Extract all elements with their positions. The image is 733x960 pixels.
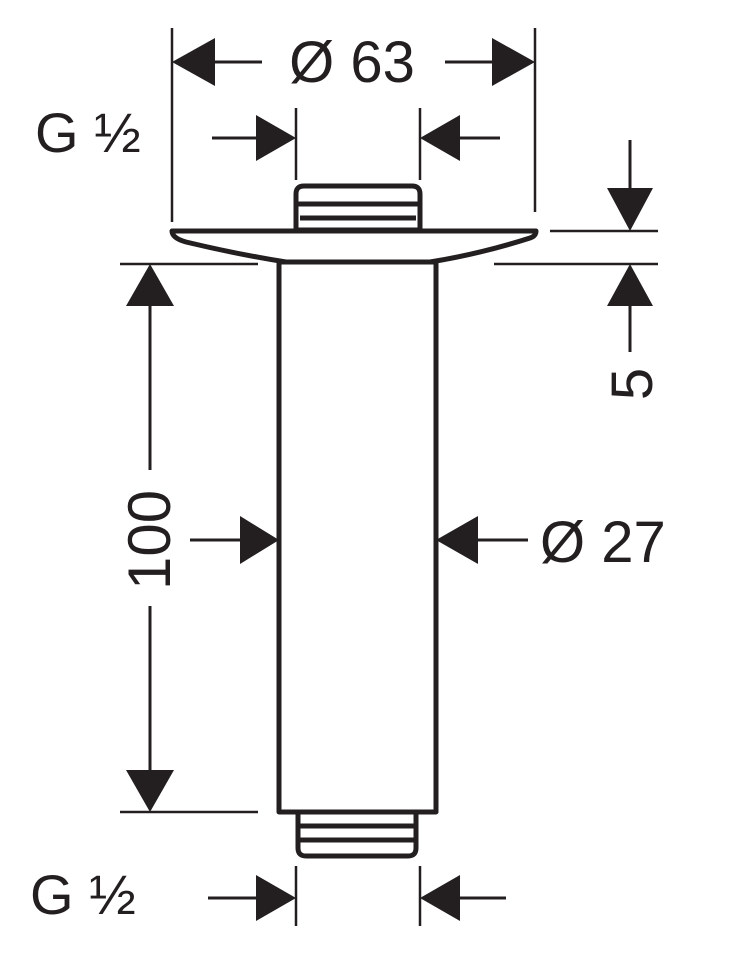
thread-bottom-label: G ½ — [30, 863, 136, 926]
pipe-diameter-label: Ø 27 — [540, 510, 666, 575]
arrowhead — [256, 875, 296, 921]
dimension-thread-top: G ½ — [35, 101, 500, 180]
thread-top-label: G ½ — [35, 101, 141, 164]
arrowhead — [492, 38, 535, 86]
bottom-thread-connector — [295, 809, 419, 859]
arrowhead — [420, 875, 460, 921]
flange — [169, 228, 539, 265]
flange-thickness-label: 5 — [600, 368, 665, 400]
arrowhead — [607, 264, 653, 306]
dimension-flange-thickness: 5 — [494, 140, 665, 400]
arrowhead — [436, 516, 478, 564]
arrowhead — [172, 38, 215, 86]
arrowhead — [240, 516, 279, 564]
pipe-body — [276, 259, 439, 815]
dimension-pipe-diameter: Ø 27 — [190, 510, 666, 575]
flange-diameter-label: Ø 63 — [289, 30, 415, 95]
arrowhead — [256, 115, 296, 161]
arrowhead — [420, 115, 460, 161]
dimension-flange-diameter: Ø 63 — [170, 28, 537, 222]
top-thread-connector — [293, 183, 423, 233]
arrowhead — [126, 770, 174, 812]
arrowhead — [126, 264, 174, 306]
pipe-length-label: 100 — [116, 490, 183, 590]
dimension-thread-bottom: G ½ — [30, 863, 506, 926]
dimension-pipe-length: 100 — [116, 262, 258, 814]
shower-arm-part — [169, 183, 539, 859]
arrowhead — [607, 188, 653, 231]
